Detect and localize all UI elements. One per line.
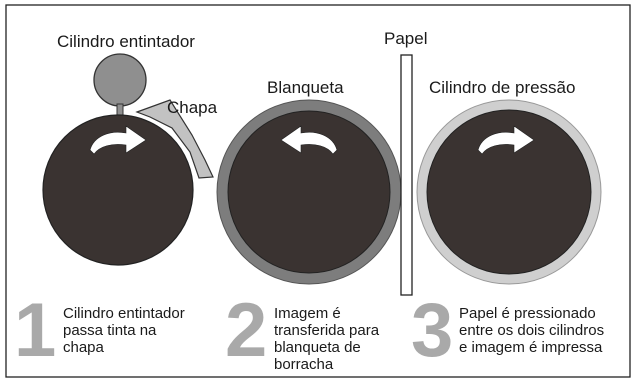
label-plate: Chapa xyxy=(167,98,218,117)
plate xyxy=(135,99,214,179)
step-2-line-4: borracha xyxy=(274,356,334,373)
label-pressure-cylinder: Cilindro de pressão xyxy=(429,78,575,97)
label-inking-cylinder: Cilindro entintador xyxy=(57,32,195,51)
pressure-cylinder xyxy=(426,109,592,275)
blanket-cylinder xyxy=(227,110,391,274)
step-3-number: 3 xyxy=(411,288,453,373)
step-1-line-1: Cilindro entintador xyxy=(63,305,185,322)
step-3-line-1: Papel é pressionado xyxy=(459,305,596,322)
step-3-line-3: e imagem é impressa xyxy=(459,339,603,356)
paper-sheet xyxy=(400,54,413,296)
step-2-line-2: transferida para xyxy=(274,322,380,339)
step-1-number: 1 xyxy=(14,288,56,373)
rotation-arrow-left-icon xyxy=(280,125,338,155)
step-2-line-1: Imagem é xyxy=(274,305,341,322)
rotation-arrow-right-icon xyxy=(477,125,535,155)
label-paper: Papel xyxy=(384,29,427,48)
label-blanket: Blanqueta xyxy=(267,78,344,97)
plate-cylinder xyxy=(42,114,194,266)
step-3-line-2: entre os dois cilindros xyxy=(459,322,604,339)
step-2-line-3: blanqueta de xyxy=(274,339,361,356)
inking-roller xyxy=(93,53,147,107)
step-2-number: 2 xyxy=(225,288,267,373)
step-1-line-3: chapa xyxy=(63,339,105,356)
step-1-line-2: passa tinta na xyxy=(63,322,157,339)
rotation-arrow-right-icon xyxy=(89,125,147,155)
